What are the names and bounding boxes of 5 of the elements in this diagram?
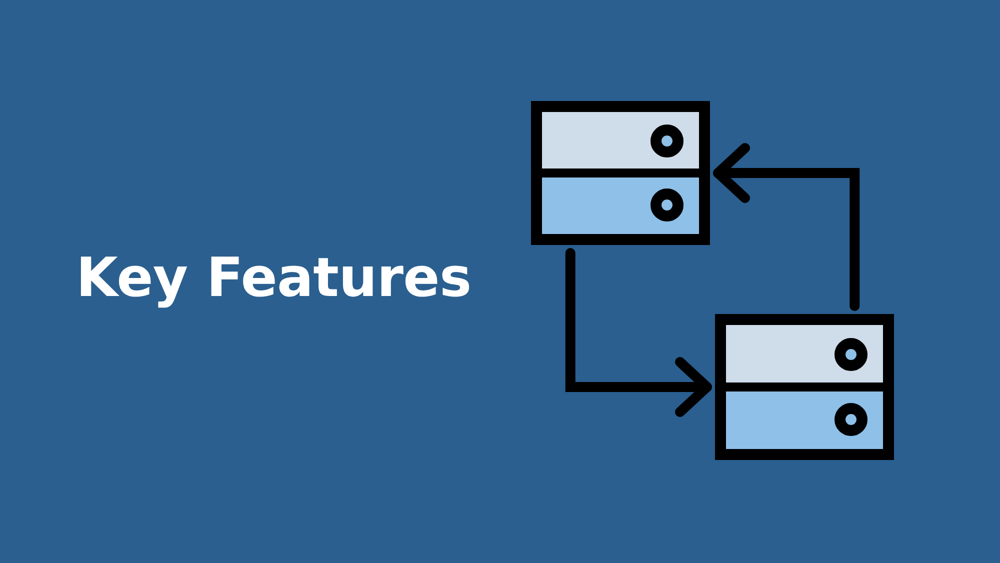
elbow-arrow xyxy=(713,143,860,311)
server-icon xyxy=(715,314,894,460)
elbow-arrow xyxy=(565,248,712,417)
title: Key Features xyxy=(76,246,472,310)
server-icon xyxy=(531,101,710,245)
